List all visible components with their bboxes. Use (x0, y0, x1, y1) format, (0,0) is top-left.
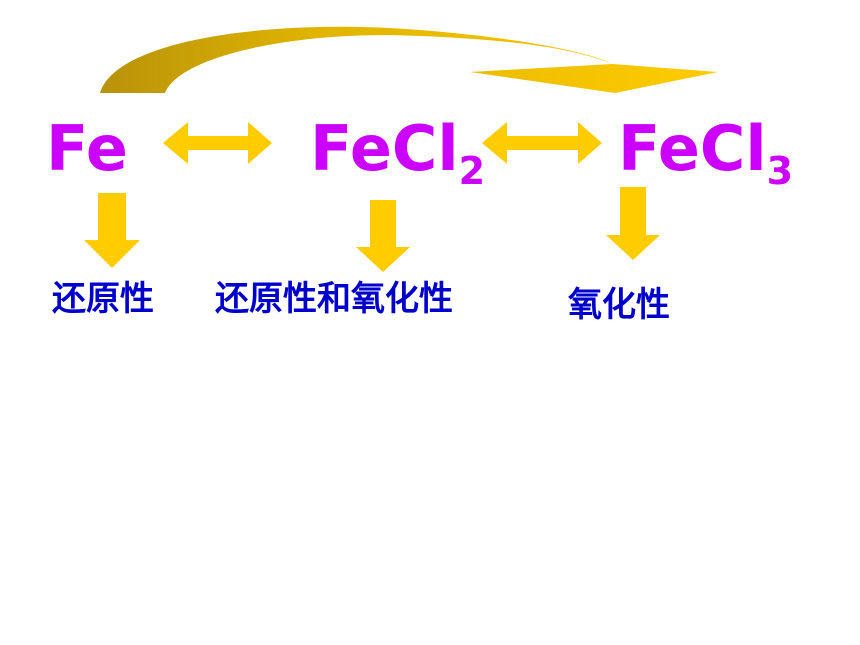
species-fecl3: FeCl3 (618, 118, 794, 193)
property-fe: 还原性 (52, 279, 154, 319)
down-arrow-fe (84, 193, 140, 268)
property-fecl3: 氧化性 (568, 285, 670, 325)
down-arrow-fecl3 (606, 187, 660, 260)
double-arrow-fe-fecl2 (163, 122, 272, 164)
species-fecl3-subscript: 3 (766, 149, 794, 193)
species-fe-base: Fe (46, 112, 128, 185)
species-fecl2: FeCl2 (310, 118, 486, 193)
species-fecl2-base: FeCl (310, 112, 459, 185)
species-fecl2-subscript: 2 (458, 149, 486, 193)
property-fecl2: 还原性和氧化性 (215, 279, 453, 319)
double-arrow-fecl2-fecl3 (482, 122, 602, 164)
curved-arrow-fe-to-fecl3 (100, 26, 718, 93)
species-fe: Fe (46, 118, 128, 180)
species-fecl3-base: FeCl (618, 112, 767, 185)
down-arrow-fecl2 (356, 200, 410, 272)
